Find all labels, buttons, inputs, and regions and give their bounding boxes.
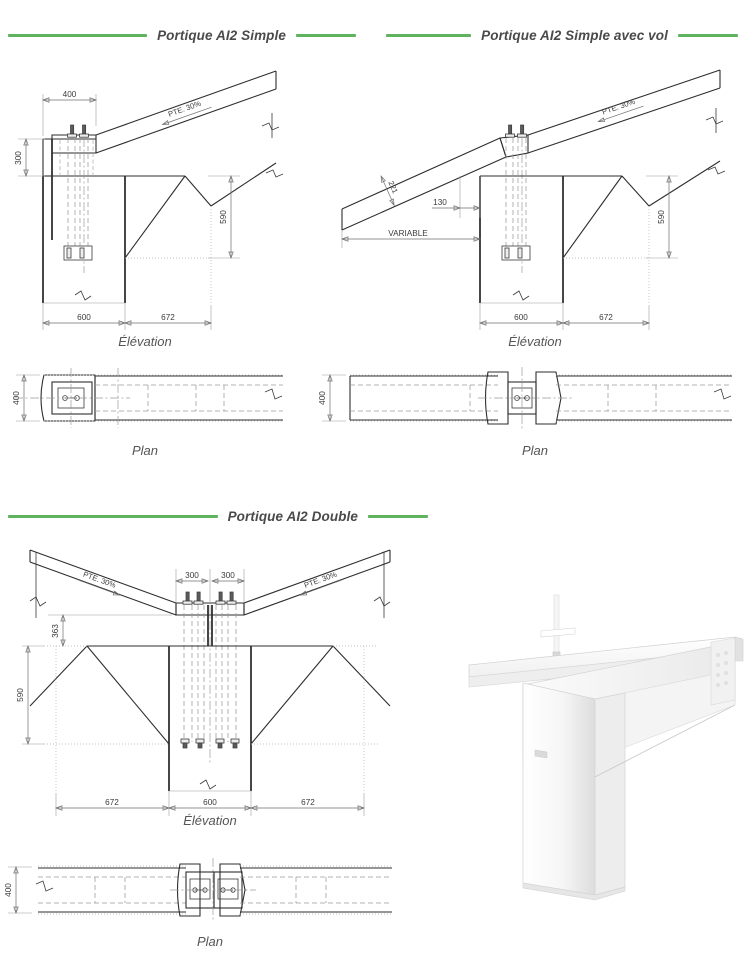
drawing-simple-elevation: 400 PTE. 30% [0,58,310,348]
dim-300-right: 300 [221,571,235,580]
label-slope-simple: PTE. 30% [167,99,202,119]
caption-elevation-double: Élévation [183,813,237,828]
caption-plan-simple: Plan [131,443,159,458]
dim-590-3: 590 [16,688,25,702]
caption-plan-double: Plan [196,934,224,949]
dim-590: 590 [219,210,228,224]
drawing-avecvol-plan: 400 [312,362,749,442]
dim-590-2: 590 [657,210,666,224]
dim-130: 130 [433,198,447,207]
bolt-group-top-2 [505,124,527,138]
drawing-avecvol-elevation: PTE. 30% 221 130 [320,58,749,348]
dim-600: 600 [77,313,91,322]
sec-head-avecvol: Portique AI2 Simple avec vol [386,28,738,43]
dim-672: 672 [161,313,175,322]
dim-plan-400-2: 400 [318,391,327,405]
green-rule-right [296,34,356,37]
green-rule-left-2 [386,34,472,37]
label-slope-avecvol: PTE. 30% [601,97,636,117]
dim-672-2: 672 [599,313,613,322]
dim-600-2: 600 [514,313,528,322]
green-rule-left-3 [8,515,218,518]
dim-400-top: 400 [63,90,77,99]
dim-600-3: 600 [203,798,217,807]
sec-head-simple: Portique AI2 Simple [8,28,356,43]
section-title-avecvol: Portique AI2 Simple avec vol [481,28,668,43]
drawing-double-plan: 400 [0,852,400,932]
caption-elevation-avecvol: Élévation [508,334,562,349]
green-rule-right-2 [678,34,738,37]
caption-elevation-simple: Élévation [118,334,172,349]
section-title-double: Portique AI2 Double [227,509,358,524]
section-simple-header: Portique AI2 Simple [8,28,356,43]
dim-300: 300 [14,151,23,165]
caption-plan-avecvol: Plan [521,443,549,458]
dim-672-right: 672 [301,798,315,807]
section-title-simple: Portique AI2 Simple [157,28,286,43]
section-double-header: Portique AI2 Double [8,509,428,524]
bolt-group-apex [182,591,237,605]
dim-300-left: 300 [185,571,199,580]
green-rule-right-3 [368,515,428,518]
dim-plan-400-3: 400 [4,883,13,897]
sec-head-double: Portique AI2 Double [8,509,428,524]
nut-group-bottom [180,738,240,749]
drawing-double-elevation: PTE. 30% PTE. 30% 300 300 [0,536,420,821]
drawing-simple-plan: 400 [0,362,300,442]
section-avecvol-header: Portique AI2 Simple avec vol [386,28,738,43]
dim-variable: VARIABLE [388,229,428,238]
green-rule-left [8,34,148,37]
bolt-group-top [67,124,89,138]
dim-363: 363 [51,624,60,638]
dim-672-left: 672 [105,798,119,807]
portique-ai2-3d-render [435,594,749,935]
